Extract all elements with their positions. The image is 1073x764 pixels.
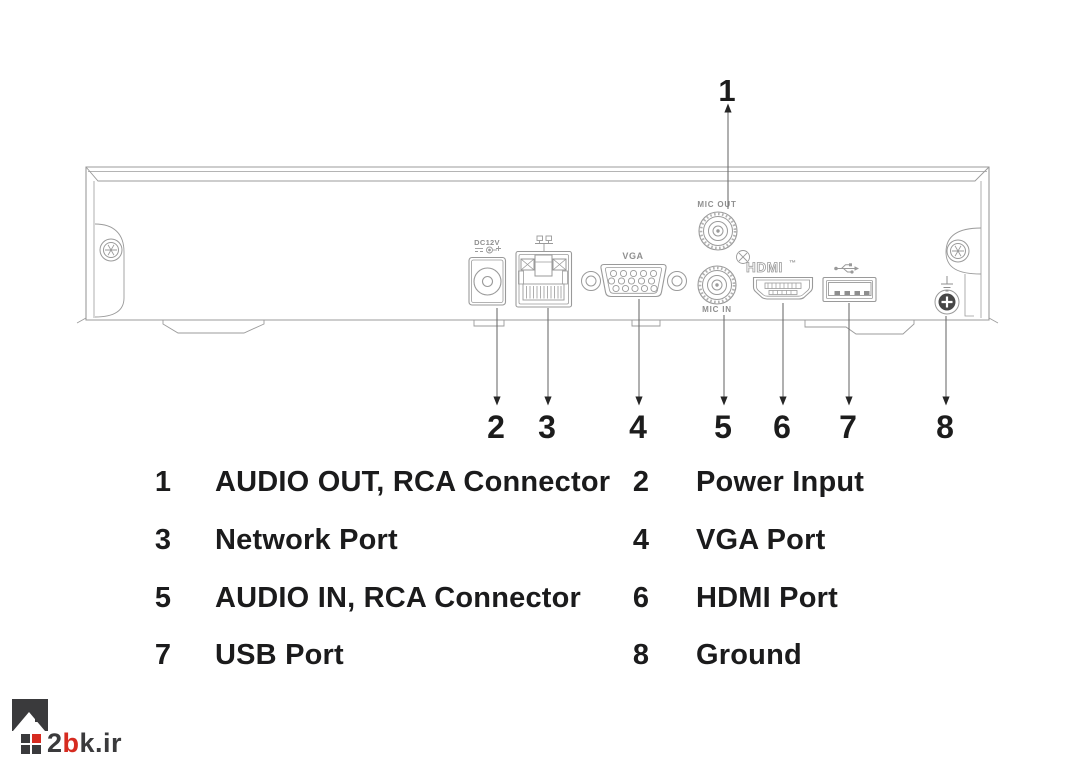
legend-label: AUDIO OUT, RCA Connector — [215, 466, 611, 499]
network-port — [515, 235, 573, 308]
dc-power-label: DC12V — [474, 238, 500, 247]
right-screw-hole-icon — [946, 239, 970, 263]
callout-1: 1 — [718, 73, 736, 209]
hdmi-label: HDMI — [746, 260, 783, 275]
legend-num: 7 — [154, 639, 172, 672]
callout-number: 6 — [773, 409, 791, 445]
hdmi-port: HDMI ™ — [746, 260, 814, 300]
legend-label: HDMI Port — [696, 581, 838, 614]
ground-symbol-icon — [941, 276, 953, 292]
watermark-part: k.ir — [79, 728, 123, 758]
callout-4: 4 — [629, 299, 647, 445]
callout-number: 1 — [718, 73, 735, 108]
callout-3: 3 — [538, 308, 556, 445]
vga-label: VGA — [622, 251, 643, 261]
chassis — [76, 166, 999, 335]
house-logo-icon — [12, 699, 48, 754]
legend-num: 1 — [154, 466, 172, 499]
legend-num: 8 — [632, 639, 650, 672]
legend-label: USB Port — [215, 639, 344, 672]
usb-icon — [834, 263, 859, 274]
legend-label: Ground — [696, 639, 802, 672]
legend-label: Network Port — [215, 524, 398, 557]
callout-8: 8 — [936, 316, 954, 445]
legend-label: Power Input — [696, 466, 865, 499]
watermark-text: 2bk.ir — [47, 730, 122, 757]
left-screw-hole-icon — [99, 238, 123, 262]
ground-screw — [934, 276, 960, 315]
callout-7: 7 — [839, 303, 857, 445]
vga-port: VGA — [581, 251, 687, 298]
watermark-part: b — [62, 728, 80, 758]
vga-nut-left-icon — [581, 271, 601, 291]
callout-number: 5 — [714, 409, 732, 445]
mic-out-label: MIC OUT — [697, 200, 736, 209]
vga-nut-right-icon — [667, 271, 687, 291]
dc-polarity-icon — [475, 246, 501, 254]
watermark-part: 2 — [47, 728, 63, 758]
legend-table: 1 AUDIO OUT, RCA Connector 2 Power Input… — [148, 454, 996, 685]
legend-num: 6 — [632, 581, 650, 614]
callout-number: 8 — [936, 409, 954, 445]
network-icon — [535, 235, 553, 251]
usb-port — [822, 263, 877, 303]
mic-out-connector: MIC OUT — [697, 200, 738, 251]
watermark: 2bk.ir — [12, 699, 192, 759]
callout-number: 3 — [538, 409, 556, 445]
mic-in-connector: MIC IN — [697, 265, 737, 314]
legend-num: 5 — [154, 581, 172, 614]
legend-label: VGA Port — [696, 524, 826, 557]
legend-num: 4 — [632, 524, 650, 557]
hdmi-tm-label: ™ — [789, 260, 796, 267]
small-screw-icon — [736, 250, 750, 264]
callout-number: 4 — [629, 409, 647, 445]
callout-6: 6 — [773, 303, 791, 445]
rear-panel-diagram: DC12V VGA — [76, 73, 999, 445]
callout-5: 5 — [714, 315, 732, 445]
callout-2: 2 — [487, 308, 505, 445]
legend-num: 3 — [154, 524, 172, 557]
callout-number: 2 — [487, 409, 505, 445]
legend-label: AUDIO IN, RCA Connector — [215, 581, 582, 614]
dc-power-port: DC12V — [468, 238, 507, 306]
callout-number: 7 — [839, 409, 857, 445]
legend-num: 2 — [632, 466, 650, 499]
mic-in-label: MIC IN — [702, 305, 732, 314]
